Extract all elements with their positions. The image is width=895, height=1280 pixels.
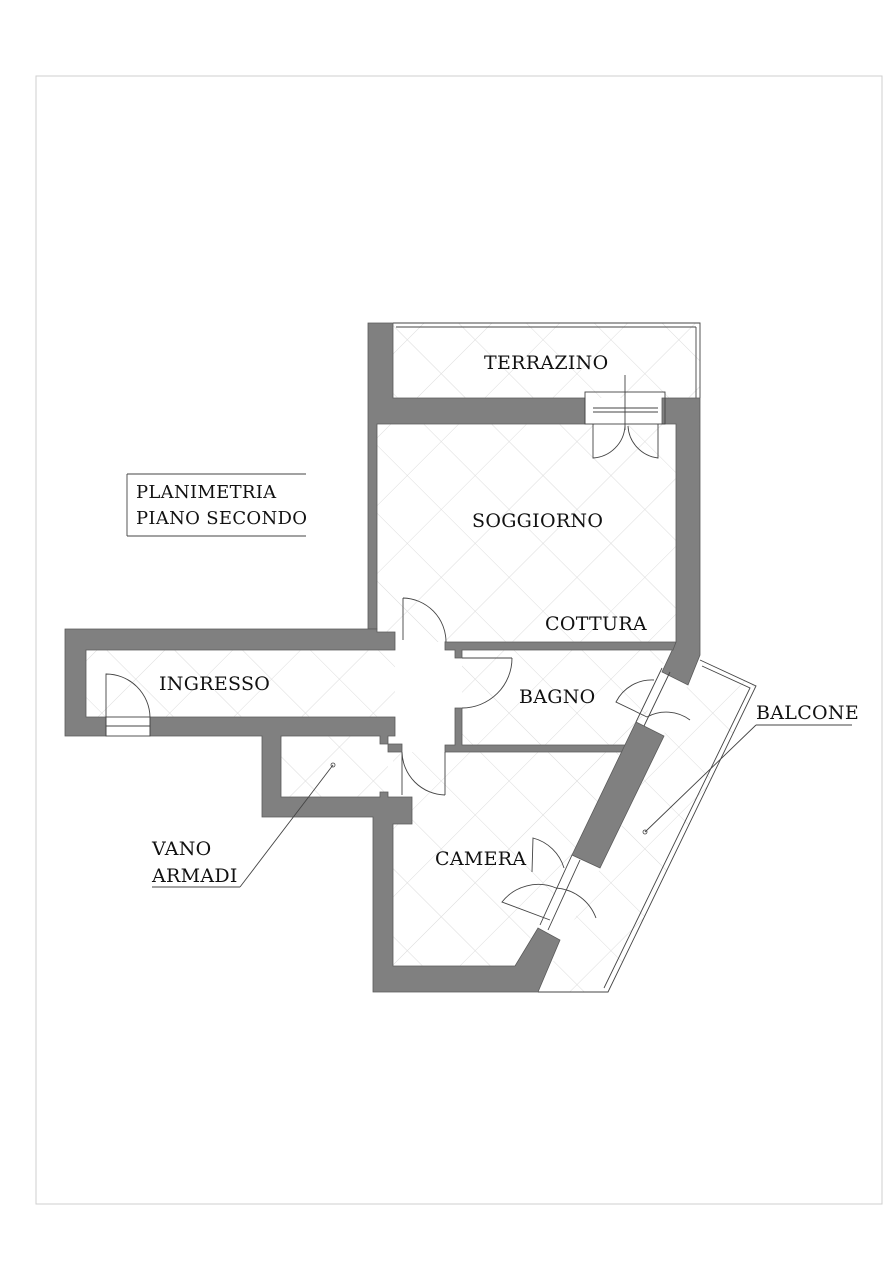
- label-camera: CAMERA: [435, 848, 526, 870]
- openings: [105, 375, 691, 931]
- label-balcone: BALCONE: [756, 702, 859, 724]
- balcone-outline: [538, 659, 757, 993]
- room-labels: TERRAZINO SOGGIORNO COTTURA INGRESSO BAG…: [159, 352, 647, 870]
- wall-left-door: [387, 743, 403, 753]
- floor-hatch: [86, 323, 756, 992]
- sheet-border: [35, 75, 883, 1205]
- wall-soggiorno-right: [661, 397, 701, 686]
- terrazino-outline: [393, 322, 701, 398]
- title-line-1: PLANIMETRIA: [136, 482, 277, 503]
- label-vano: VANO: [151, 838, 212, 860]
- callouts: BALCONE VANO ARMADI: [151, 702, 859, 888]
- title-line-2: PIANO SECONDO: [136, 508, 307, 529]
- label-armadi: ARMADI: [151, 865, 238, 887]
- wall-diagonal: [571, 721, 665, 869]
- label-bagno: BAGNO: [519, 686, 596, 708]
- label-soggiorno: SOGGIORNO: [472, 510, 603, 532]
- label-ingresso: INGRESSO: [159, 673, 270, 695]
- wall-ingresso-bottom: [149, 716, 561, 993]
- wall-ingresso: [64, 628, 396, 737]
- title-block: PLANIMETRIA PIANO SECONDO: [126, 473, 307, 537]
- walls: [64, 322, 701, 993]
- label-terrazino: TERRAZINO: [484, 352, 608, 374]
- label-cottura: COTTURA: [545, 613, 647, 635]
